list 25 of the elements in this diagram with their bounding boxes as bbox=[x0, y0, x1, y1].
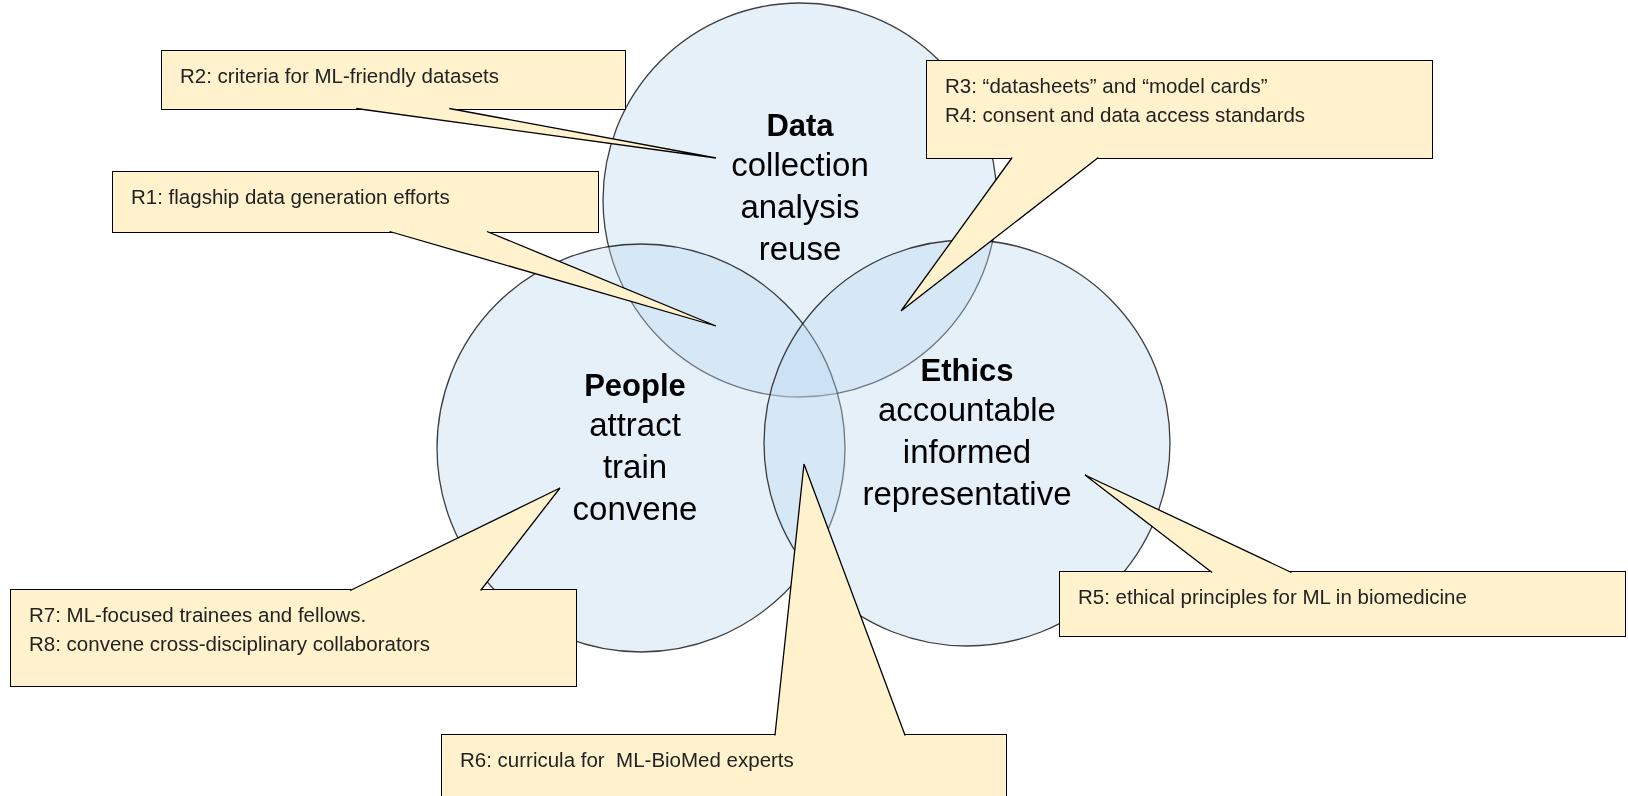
callout-box bbox=[161, 50, 626, 110]
callout-box bbox=[441, 734, 1007, 796]
callout-text: R4: consent and data access standards bbox=[945, 102, 1307, 128]
circle-keywords: attract train convene bbox=[571, 405, 699, 529]
callout-box bbox=[926, 60, 1433, 159]
callout-pointer bbox=[900, 156, 1100, 312]
callout-text: R7: ML-focused trainees and fellows. bbox=[29, 602, 368, 628]
callout-text: R2: criteria for ML-friendly datasets bbox=[180, 63, 500, 89]
callout-pointer bbox=[388, 230, 717, 327]
circle-keywords: collection analysis reuse bbox=[730, 145, 870, 269]
callout-text: R1: flagship data generation efforts bbox=[131, 184, 451, 210]
callout-text: R8: convene cross-disciplinary collaborators bbox=[29, 631, 432, 657]
circle-heading: Ethics bbox=[919, 353, 1015, 389]
circle-heading: People bbox=[583, 368, 687, 404]
callout-box bbox=[1059, 571, 1626, 637]
callout-text: R3: “datasheets” and “model cards” bbox=[945, 73, 1269, 99]
callout-text: R6: curricula for ML-BioMed experts bbox=[460, 747, 795, 773]
callout-pointer bbox=[349, 487, 561, 592]
callout-box bbox=[112, 171, 599, 233]
callout-pointer bbox=[774, 463, 906, 737]
circle-heading: Data bbox=[765, 108, 835, 144]
callout-pointer bbox=[1084, 474, 1293, 574]
circle-keywords: accountable informed representative bbox=[861, 390, 1073, 514]
callout-pointer bbox=[355, 107, 717, 159]
callout-text: R5: ethical principles for ML in biomedicine bbox=[1078, 584, 1468, 610]
